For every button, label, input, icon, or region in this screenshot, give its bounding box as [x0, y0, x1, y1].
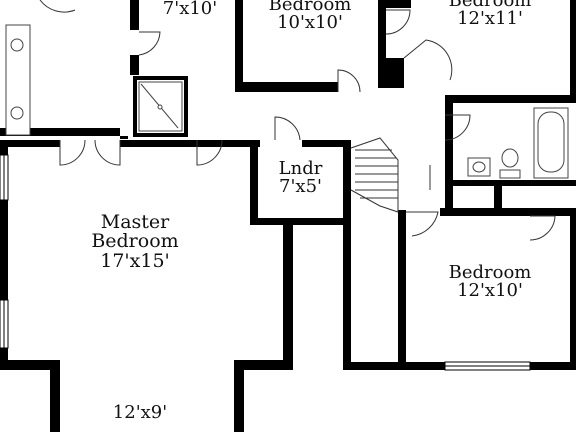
- room-dims: 7'x5': [279, 176, 322, 198]
- room-dims: 12'x11': [457, 8, 523, 30]
- fixtures: [5, 24, 569, 179]
- doors: [39, 0, 556, 241]
- room-bedroom-left: 7'x10': [150, 0, 230, 18]
- door-arc: [138, 31, 161, 56]
- room-dims: 12'x9': [112, 402, 168, 423]
- door-arc: [403, 39, 453, 81]
- door-arc: [39, 0, 76, 13]
- room-dims: 12'x10': [457, 280, 523, 302]
- door-arc: [406, 211, 439, 237]
- door-arc: [274, 116, 301, 141]
- room-name: Bedroom: [448, 262, 532, 283]
- room-bedroom-top-right: Bedroom 12'x11': [425, 0, 555, 29]
- room-laundry: Lndr 7'x5': [258, 158, 343, 198]
- room-bedroom-right: Bedroom 12'x10': [420, 262, 560, 302]
- stairs: [350, 137, 399, 213]
- room-dims: 7'x10': [162, 0, 218, 19]
- door-arc: [94, 139, 121, 166]
- room-bottom: 12'x9': [95, 402, 185, 423]
- room-bedroom-center: Bedroom 10'x10': [245, 0, 375, 33]
- toilet-icon: [501, 148, 519, 168]
- room-dims: 10'x10': [277, 12, 343, 34]
- room-dims: 17'x15': [100, 249, 170, 272]
- room-master-bedroom: Master Bedroom 17'x15': [55, 211, 215, 272]
- door-arc: [59, 139, 86, 166]
- door-arc: [337, 69, 361, 93]
- door-arc: [196, 139, 223, 166]
- door-arc: [529, 215, 556, 241]
- door-arc: [385, 9, 411, 35]
- room-name: Bedroom: [268, 0, 352, 15]
- door-arc: [444, 114, 471, 141]
- room-name: Lndr: [278, 158, 323, 179]
- room-name: Master Bedroom: [91, 211, 179, 253]
- windows: [0, 154, 531, 371]
- room-name: Bedroom: [448, 0, 532, 11]
